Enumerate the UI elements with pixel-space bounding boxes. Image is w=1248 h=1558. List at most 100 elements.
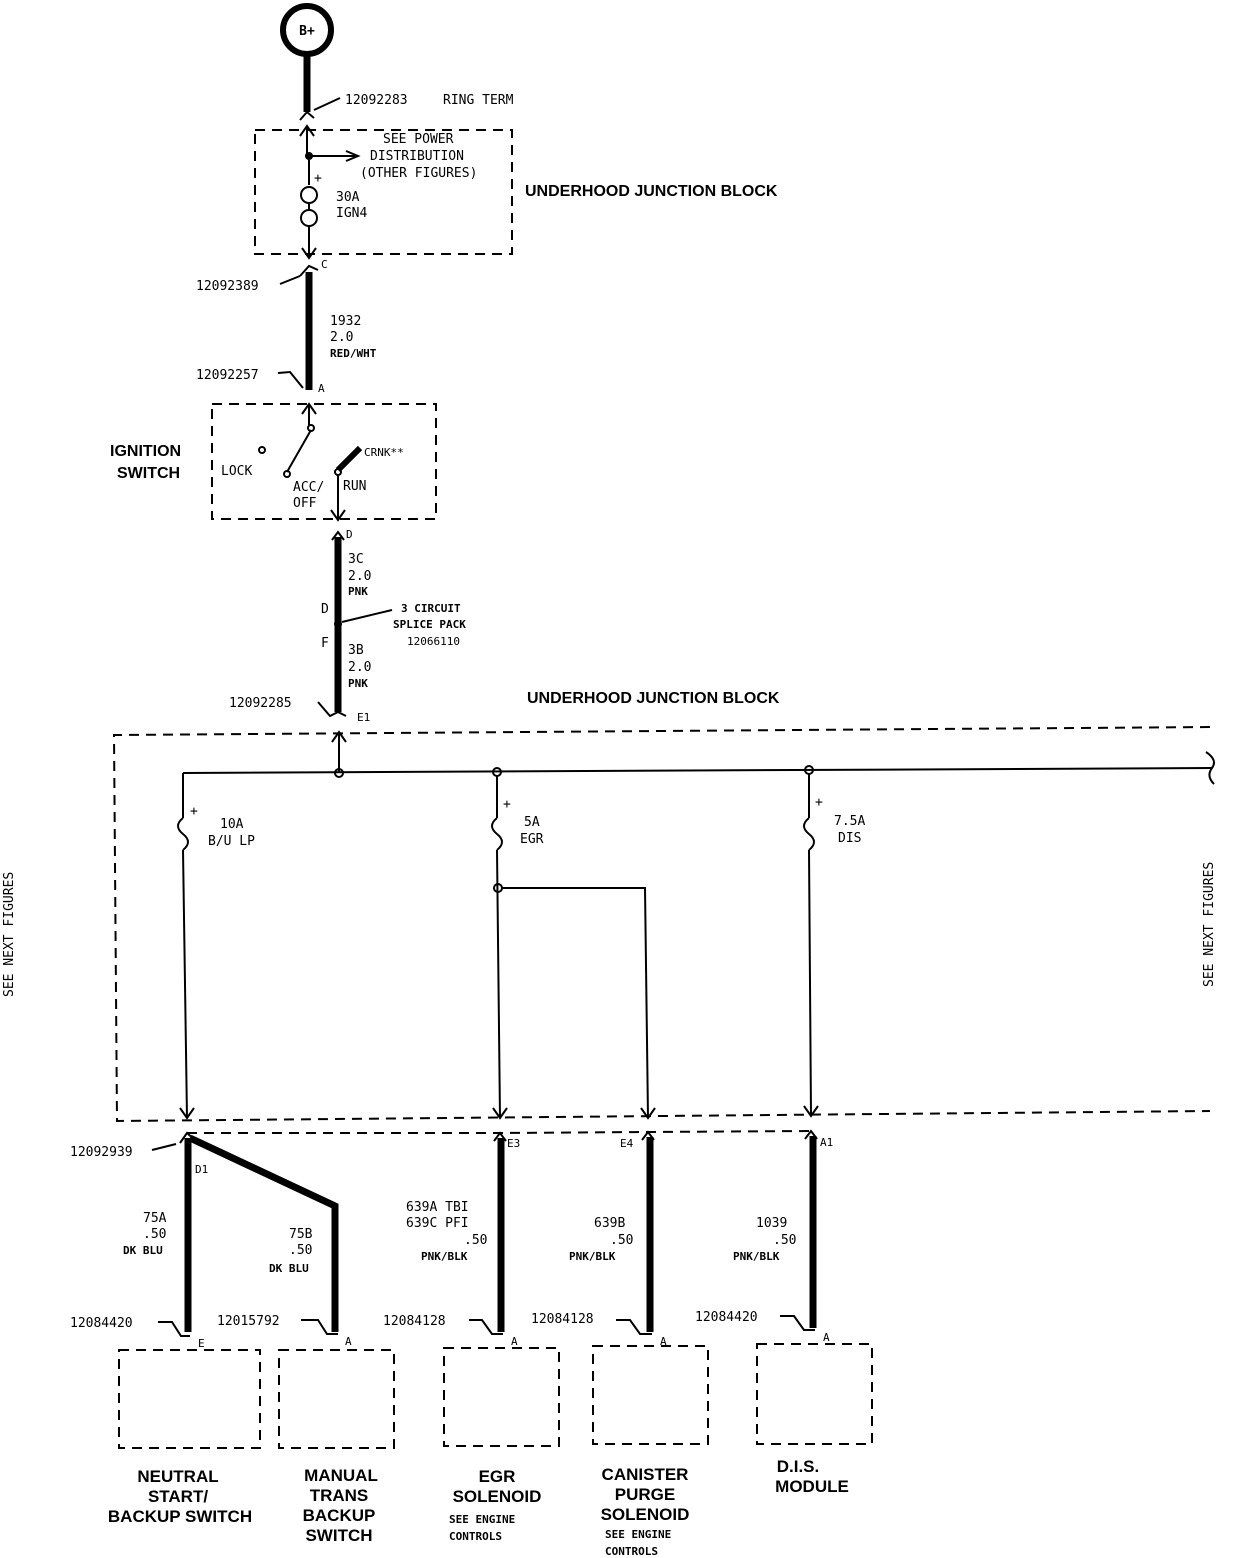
acc-label: ACC/ bbox=[293, 480, 324, 495]
connector-12092389: 12092389 bbox=[196, 279, 259, 294]
connector-pin-a-3: A bbox=[660, 1335, 667, 1348]
canister-label-3: SOLENOID bbox=[601, 1505, 690, 1524]
wire-639-circuit-2: 639C PFI bbox=[406, 1216, 469, 1231]
wire-75b bbox=[188, 1134, 339, 1332]
manual-label-3: BACKUP bbox=[303, 1506, 376, 1525]
manual-label-4: SWITCH bbox=[305, 1526, 372, 1545]
fuse-10a-rating: 10A bbox=[220, 817, 244, 832]
fuse-5a-rating: 5A bbox=[524, 815, 540, 830]
wire-1039-circuit: 1039 bbox=[756, 1216, 787, 1231]
dis-arrow bbox=[803, 1105, 819, 1118]
connector-12092257-break bbox=[277, 370, 304, 389]
wire-639b-gauge: .50 bbox=[610, 1233, 633, 1248]
dis-label-2: MODULE bbox=[775, 1477, 849, 1496]
ignition-switch-blade bbox=[286, 429, 312, 473]
fuse-7-5a-plus: + bbox=[815, 795, 823, 810]
canister-note-2: CONTROLS bbox=[605, 1545, 658, 1558]
wire-1039-color: PNK/BLK bbox=[733, 1250, 780, 1263]
fuse-5a-name: EGR bbox=[520, 832, 544, 847]
wire-1039-gauge: .50 bbox=[773, 1233, 796, 1248]
output-connector-line bbox=[187, 1130, 812, 1134]
lock-label: LOCK bbox=[221, 464, 252, 479]
connector-12084420-b: 12084420 bbox=[695, 1310, 758, 1325]
wire-75b-circuit: 75B bbox=[289, 1227, 313, 1242]
crank-wiper bbox=[335, 445, 363, 473]
junction-top-exit-arrow bbox=[301, 247, 317, 260]
ignition-switch-box bbox=[211, 403, 437, 520]
connector-12015792: 12015792 bbox=[217, 1314, 280, 1329]
egr-arrow bbox=[492, 1107, 508, 1120]
junction-block-top bbox=[254, 129, 513, 255]
connector-pin-a-2: A bbox=[511, 1335, 518, 1348]
wire-639b-circuit: 639B bbox=[594, 1216, 625, 1231]
wire-75b-color: DK BLU bbox=[269, 1262, 309, 1275]
crnk-label: CRNK** bbox=[364, 446, 404, 459]
connector-c-pin: C bbox=[321, 258, 328, 271]
pin-a1: A1 bbox=[820, 1136, 833, 1149]
neutral-label-1: NEUTRAL bbox=[137, 1467, 218, 1486]
ring-term-label: RING TERM bbox=[443, 93, 514, 108]
dis-module-box bbox=[756, 1343, 873, 1445]
manual-label-1: MANUAL bbox=[304, 1466, 378, 1485]
egr-solenoid-box bbox=[443, 1347, 560, 1447]
splice-line-2: SPLICE PACK bbox=[393, 618, 466, 631]
off-label: OFF bbox=[293, 496, 317, 511]
wire-3c-pin: D bbox=[346, 528, 353, 541]
fuse-7-5a-name: DIS bbox=[838, 831, 861, 846]
manual-label-2: TRANS bbox=[310, 1486, 369, 1505]
pin-e4: E4 bbox=[620, 1137, 634, 1150]
wire-639b-color: PNK/BLK bbox=[569, 1250, 616, 1263]
output-connector-part: 12092939 bbox=[70, 1145, 133, 1160]
pin-d1: D1 bbox=[195, 1163, 208, 1176]
wire-639-color: PNK/BLK bbox=[421, 1250, 468, 1263]
run-label: RUN bbox=[343, 479, 366, 494]
connector-12092257-pin: A bbox=[318, 382, 325, 395]
wire-1932-circuit: 1932 bbox=[330, 314, 361, 329]
see-next-figures-left: SEE NEXT FIGURES bbox=[2, 872, 17, 997]
junction-top-title: UNDERHOOD JUNCTION BLOCK bbox=[525, 183, 778, 200]
splice-pin-in: D bbox=[321, 602, 329, 617]
wire-75b-gauge: .50 bbox=[289, 1243, 312, 1258]
bus-continuation-break bbox=[1205, 751, 1215, 785]
fuse-30a-rating: 30A bbox=[336, 190, 360, 205]
wire-75a-color: DK BLU bbox=[123, 1244, 163, 1257]
splice-leader bbox=[341, 609, 393, 623]
ring-term-break bbox=[299, 110, 315, 121]
connector-12084128-b: 12084128 bbox=[531, 1312, 594, 1327]
canister-label-1: CANISTER bbox=[602, 1465, 689, 1484]
neutral-label-3: BACKUP SWITCH bbox=[108, 1507, 252, 1526]
fuse-10a-arrow bbox=[179, 1107, 195, 1120]
wire-3b-color: PNK bbox=[348, 677, 368, 690]
connector-c-break bbox=[299, 264, 319, 277]
wire-639-circuit-1: 639A TBI bbox=[406, 1200, 469, 1215]
pin-e3: E3 bbox=[507, 1137, 520, 1150]
egr-label-2: SOLENOID bbox=[453, 1487, 542, 1506]
neutral-label-2: START/ bbox=[148, 1487, 208, 1506]
canister-arrow bbox=[640, 1107, 656, 1120]
connector-d-break bbox=[331, 530, 345, 541]
wire-3c-color: PNK bbox=[348, 585, 368, 598]
connector-12084420-a: 12084420 bbox=[70, 1316, 133, 1331]
canister-purge-solenoid-box bbox=[592, 1345, 709, 1445]
fuse-bus bbox=[182, 767, 1213, 774]
egr-note-2: CONTROLS bbox=[449, 1530, 502, 1543]
splice-line-3: 12066110 bbox=[407, 635, 460, 648]
fuse-7-5a-rating: 7.5A bbox=[834, 814, 865, 829]
fuse-5a-icon bbox=[491, 817, 503, 851]
canister-note-1: SEE ENGINE bbox=[605, 1528, 671, 1541]
splice-pin-out: F bbox=[321, 636, 329, 651]
ignition-switch-input-arrow bbox=[301, 402, 317, 426]
ring-term-part: 12092283 bbox=[345, 93, 408, 108]
splice-line-1: 3 CIRCUIT bbox=[401, 602, 461, 615]
connector-12092285: 12092285 bbox=[229, 696, 292, 711]
battery-label: B+ bbox=[299, 24, 315, 39]
wire-75a-circuit: 75A bbox=[143, 1211, 167, 1226]
wire-1932-color: RED/WHT bbox=[330, 347, 377, 360]
canister-label-2: PURGE bbox=[615, 1485, 675, 1504]
ring-term-leader bbox=[313, 97, 341, 111]
canister-branch bbox=[502, 887, 649, 1119]
junction-main-border bbox=[112, 726, 1211, 1123]
ignition-switch-output-arrow bbox=[330, 475, 346, 522]
manual-trans-switch-box bbox=[278, 1349, 395, 1449]
wire-75a-gauge: .50 bbox=[143, 1227, 166, 1242]
